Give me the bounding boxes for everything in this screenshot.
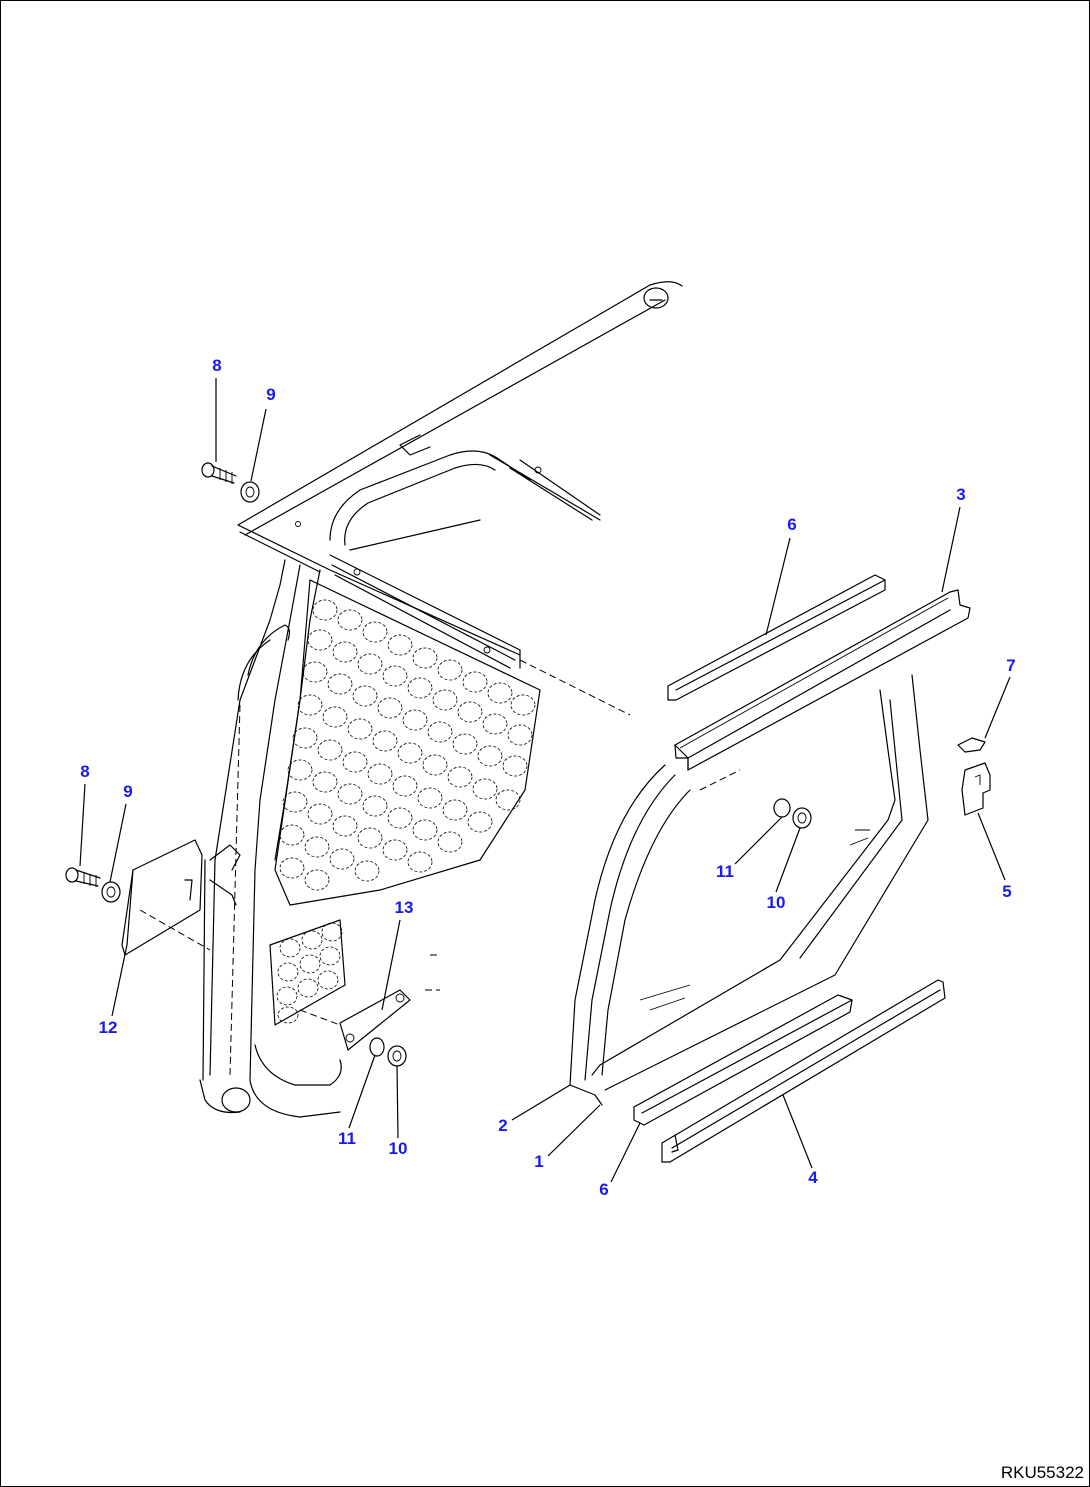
callout-10-left: 10 <box>388 1139 408 1158</box>
callout-2: 2 <box>498 1116 508 1135</box>
callout-5: 5 <box>1002 882 1012 901</box>
bolt-left <box>65 867 121 903</box>
callout-9-upper: 9 <box>266 385 276 404</box>
leader-lines <box>79 378 1011 1183</box>
bolt-upper <box>201 462 260 503</box>
callout-9-left: 9 <box>123 782 133 801</box>
plate-12 <box>121 839 211 956</box>
door-frame <box>569 574 991 1163</box>
callout-7: 7 <box>1006 656 1016 675</box>
callout-11-left: 11 <box>338 1129 356 1148</box>
callout-4: 4 <box>808 1168 818 1187</box>
callout-1: 1 <box>534 1152 544 1171</box>
callout-3: 3 <box>956 485 966 504</box>
cab-frame <box>199 281 683 1118</box>
plate-13 <box>299 989 411 1067</box>
callout-12: 12 <box>98 1018 118 1037</box>
callout-13: 13 <box>394 898 414 917</box>
mesh-panel <box>269 599 536 1026</box>
callout-8-left: 8 <box>80 762 90 781</box>
drawing-code: RKU55322 <box>1000 1463 1084 1482</box>
callout-8-upper: 8 <box>212 356 222 375</box>
callout-6-upper: 6 <box>787 515 797 534</box>
callout-6-lower: 6 <box>599 1180 609 1199</box>
callout-11-right: 11 <box>716 862 734 881</box>
callout-10-right: 10 <box>766 893 786 912</box>
